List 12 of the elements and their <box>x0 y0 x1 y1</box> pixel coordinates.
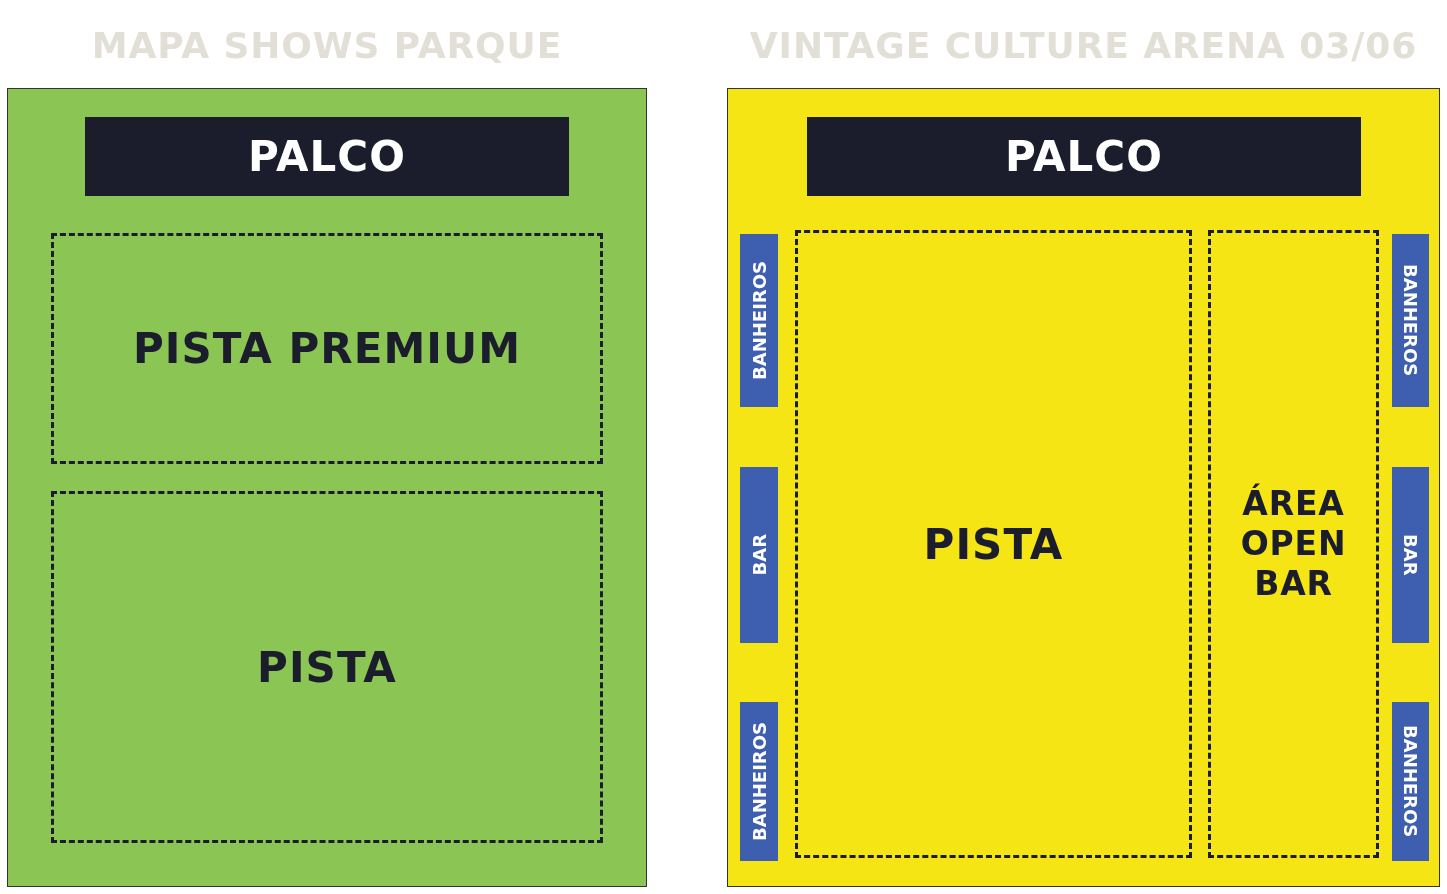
facility-bar: BAR <box>1392 467 1429 643</box>
facility-bar: BANHEROS <box>1392 234 1429 407</box>
dashed-zone: PISTA PREMIUM <box>51 233 603 464</box>
dashed-zone: ÁREA OPEN BAR <box>1208 230 1379 858</box>
stage-block: PALCO <box>807 117 1361 196</box>
facility-bar: BANHEIROS <box>740 234 778 407</box>
facility-bar: BAR <box>740 467 778 643</box>
facility-bar: BANHEIROS <box>740 702 778 861</box>
dashed-zone: PISTA <box>51 491 603 843</box>
dashed-zone: PISTA <box>795 230 1192 858</box>
stage-block: PALCO <box>85 117 569 196</box>
facility-bar: BANHEROS <box>1392 702 1429 861</box>
